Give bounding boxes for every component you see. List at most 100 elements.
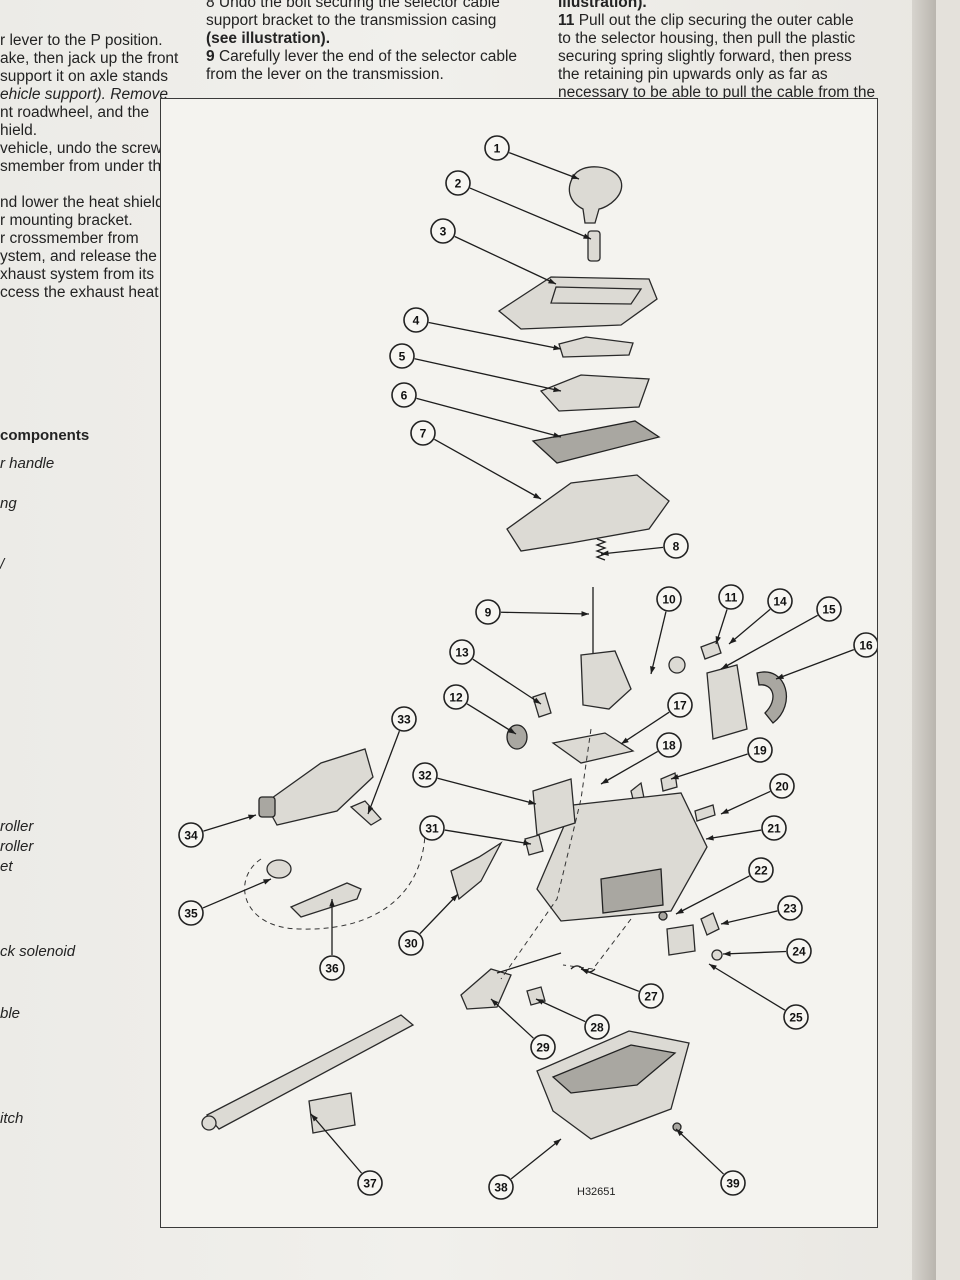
callout-number: 1 [494, 142, 501, 156]
arrowhead [553, 386, 561, 393]
leader-line [705, 829, 762, 840]
arrowhead [533, 492, 541, 499]
callout-8: 8 [600, 533, 689, 559]
callout-number: 28 [590, 1021, 604, 1035]
callout-circle [638, 983, 664, 1009]
left-line: ake, then jack up the front [0, 50, 179, 67]
callout-circle [769, 773, 795, 799]
leader-line [675, 875, 750, 915]
arrowhead [715, 636, 721, 644]
leader-line [202, 878, 272, 909]
left-line: r mounting bracket. [0, 212, 133, 229]
arrowhead [491, 999, 499, 1007]
callout-circle [419, 815, 445, 841]
arrowhead [601, 550, 609, 556]
callout-23: 23 [720, 895, 803, 925]
callout-number: 35 [184, 907, 198, 921]
leader-line [367, 730, 401, 815]
arrowhead [536, 999, 544, 1005]
arrowhead [329, 899, 335, 907]
callout-circle [656, 586, 682, 612]
bracket-16-part [756, 671, 788, 724]
right-line: securing spring slightly forward, then p… [558, 48, 852, 65]
callout-circle [178, 822, 204, 848]
callout-circle [786, 938, 812, 964]
callout-number: 39 [726, 1177, 740, 1191]
arrowhead [553, 1139, 561, 1146]
callout-12: 12 [443, 684, 517, 735]
right-line: to the selector housing, then pull the p… [558, 30, 856, 47]
bezel-slot-part [550, 286, 643, 305]
right-text-column: illustration). 11 Pull out the clip secu… [558, 0, 888, 102]
roller-12-part [506, 724, 528, 750]
callout-number: 30 [404, 937, 418, 951]
arrowhead [601, 777, 609, 784]
left-line: ccess the exhaust heat [0, 284, 159, 301]
arrowhead [706, 835, 714, 841]
callout-circle [584, 1014, 610, 1040]
callout-15: 15 [720, 596, 842, 670]
legend-item: ng [0, 495, 17, 512]
legend-item: itch [0, 1110, 24, 1127]
arrowhead [553, 432, 561, 438]
callout-number: 27 [644, 990, 658, 1004]
callout-14: 14 [728, 588, 793, 645]
callout-number: 6 [401, 389, 408, 403]
arrowhead [671, 774, 679, 780]
leader-line [650, 611, 667, 675]
arrowhead [729, 637, 737, 644]
arrowhead [581, 611, 589, 617]
frame-17-part [551, 732, 635, 764]
arrowhead [533, 697, 541, 704]
leader-line [675, 1128, 725, 1175]
bracket-37-part [308, 1092, 356, 1134]
left-line: support it on axle stands [0, 68, 169, 85]
callout-number: 3 [440, 225, 447, 239]
callout-circle [748, 857, 774, 883]
indicator-plate-part [539, 374, 650, 412]
callout-number: 14 [773, 595, 787, 609]
callout-circle [475, 599, 501, 625]
callout-7: 7 [410, 420, 542, 500]
key-slot-part [258, 796, 276, 818]
leader-line [620, 711, 670, 745]
callout-number: 12 [449, 691, 463, 705]
leader-line [720, 790, 771, 815]
lock-housing-34-part [264, 748, 374, 826]
callout-20: 20 [720, 773, 795, 815]
arrowhead [368, 806, 374, 814]
callout-35: 35 [178, 878, 272, 926]
callout-number: 8 [673, 540, 680, 554]
leader-line [510, 1138, 562, 1180]
callout-16: 16 [775, 632, 877, 680]
clip-20-part [694, 804, 716, 822]
step-number: 11 [558, 12, 575, 29]
callout-number: 9 [485, 606, 492, 620]
bolt-24-part [711, 949, 723, 961]
callout-number: 23 [783, 902, 797, 916]
leader-line [419, 893, 459, 935]
cable-rod-part [496, 952, 562, 974]
callout-number: 24 [792, 945, 806, 959]
callout-number: 36 [325, 962, 339, 976]
callout-number: 37 [363, 1177, 377, 1191]
leader-line [728, 608, 771, 645]
callout-circle [484, 135, 510, 161]
arrowhead [581, 969, 589, 975]
callout-29: 29 [490, 998, 556, 1060]
callout-number: 19 [753, 744, 767, 758]
callout-19: 19 [670, 737, 773, 780]
callout-circle [403, 307, 429, 333]
page-edge [912, 0, 936, 1280]
leader-line [600, 750, 659, 785]
callout-circle [816, 596, 842, 622]
callout-33: 33 [367, 706, 417, 815]
callout-circle [747, 737, 773, 763]
legend-item: / [0, 556, 5, 573]
arrowhead [721, 662, 729, 669]
callout-number: 17 [673, 699, 687, 713]
step-text: Carefully lever the end of the selector … [218, 48, 518, 65]
leader-line [708, 963, 786, 1011]
arrowhead [709, 964, 717, 971]
legend-item: roller [0, 838, 34, 855]
